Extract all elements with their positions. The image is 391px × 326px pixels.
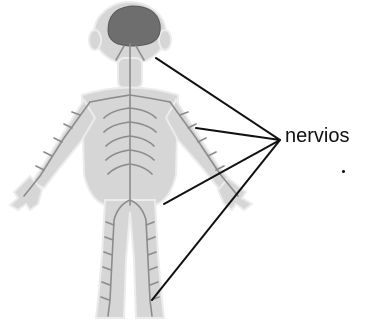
nervios-label: nervios [285, 126, 349, 146]
human-body-silhouette [10, 2, 252, 318]
pointer-line-arm [196, 128, 280, 140]
brain-shape [108, 6, 160, 46]
dot-mark [342, 170, 345, 173]
